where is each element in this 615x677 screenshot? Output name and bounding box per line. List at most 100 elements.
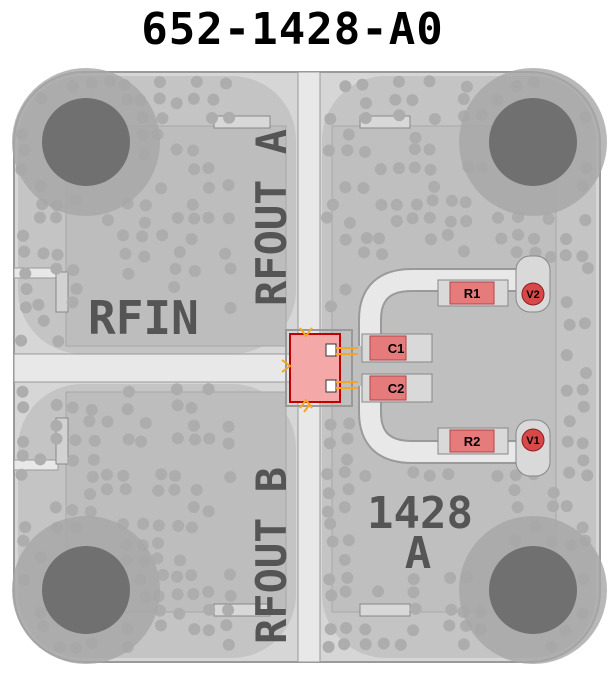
via [339,233,352,246]
via [156,112,169,125]
via [323,437,336,450]
via [407,573,420,586]
via [576,250,589,263]
rfout-b-label: RFOUT B [247,467,296,644]
via [547,500,559,513]
via [122,267,135,280]
via [222,179,235,192]
via [408,161,421,174]
via [18,245,31,258]
via [170,383,183,396]
via [390,198,403,211]
res-r1-pad [449,281,495,305]
via [173,246,186,259]
via [187,501,200,513]
via [139,216,151,229]
v2-label: V2 [526,289,539,301]
via [389,93,402,106]
via [187,92,200,105]
via [122,385,135,398]
via [442,468,455,481]
via [187,144,200,157]
via [202,211,215,224]
via [174,554,186,567]
rfin-label: RFIN [88,291,199,345]
via [202,162,215,175]
via [563,318,576,331]
via [171,570,184,583]
via [185,569,198,582]
via [136,230,149,243]
via [576,437,589,450]
ic-pad-1 [325,343,337,357]
via [424,163,437,176]
via [394,638,407,651]
mount-hole-tr [459,68,607,216]
via [50,419,63,432]
pad-left-upper [55,271,69,313]
via [360,97,372,110]
via [576,383,589,396]
via [390,215,403,227]
via [356,78,369,91]
via [406,212,419,225]
via [325,300,337,313]
via [171,432,184,445]
via [66,296,79,309]
via [528,232,540,245]
via [460,80,473,93]
via [360,232,373,245]
via [67,454,79,467]
via [445,194,458,207]
via [19,301,32,314]
via [168,483,181,496]
via [581,469,594,482]
via [339,80,352,93]
via [428,113,441,125]
via [559,249,572,262]
via [222,638,235,651]
via [560,296,573,309]
via [560,500,573,513]
via [406,94,419,107]
via [152,519,165,532]
via [16,385,29,398]
via [578,317,591,330]
via [169,469,182,482]
via [170,97,183,110]
bias-trace-upper-fill [360,270,540,346]
via [459,196,472,209]
via [393,162,405,175]
part-number-label: 1428 [367,488,473,539]
via [17,401,30,414]
mount-hole-bl [12,516,160,664]
via [206,112,218,124]
via [411,198,423,211]
via [457,93,470,105]
via [508,484,521,496]
via [441,228,454,241]
via [155,468,168,481]
mount-hole-tl [12,68,160,216]
via [220,619,233,632]
via [222,420,235,433]
via [66,401,79,414]
tp-v1-dot [521,428,545,452]
via [117,229,129,242]
via [322,640,335,653]
via [19,521,32,534]
via [322,487,335,500]
via [324,517,337,530]
c2-label: C2 [388,381,405,396]
via [563,466,576,479]
via [152,484,165,497]
via [445,603,458,616]
via [52,335,65,348]
via [224,262,237,275]
via [341,432,354,445]
via [190,483,203,496]
via [137,517,150,530]
via [581,262,594,275]
via [579,214,592,227]
